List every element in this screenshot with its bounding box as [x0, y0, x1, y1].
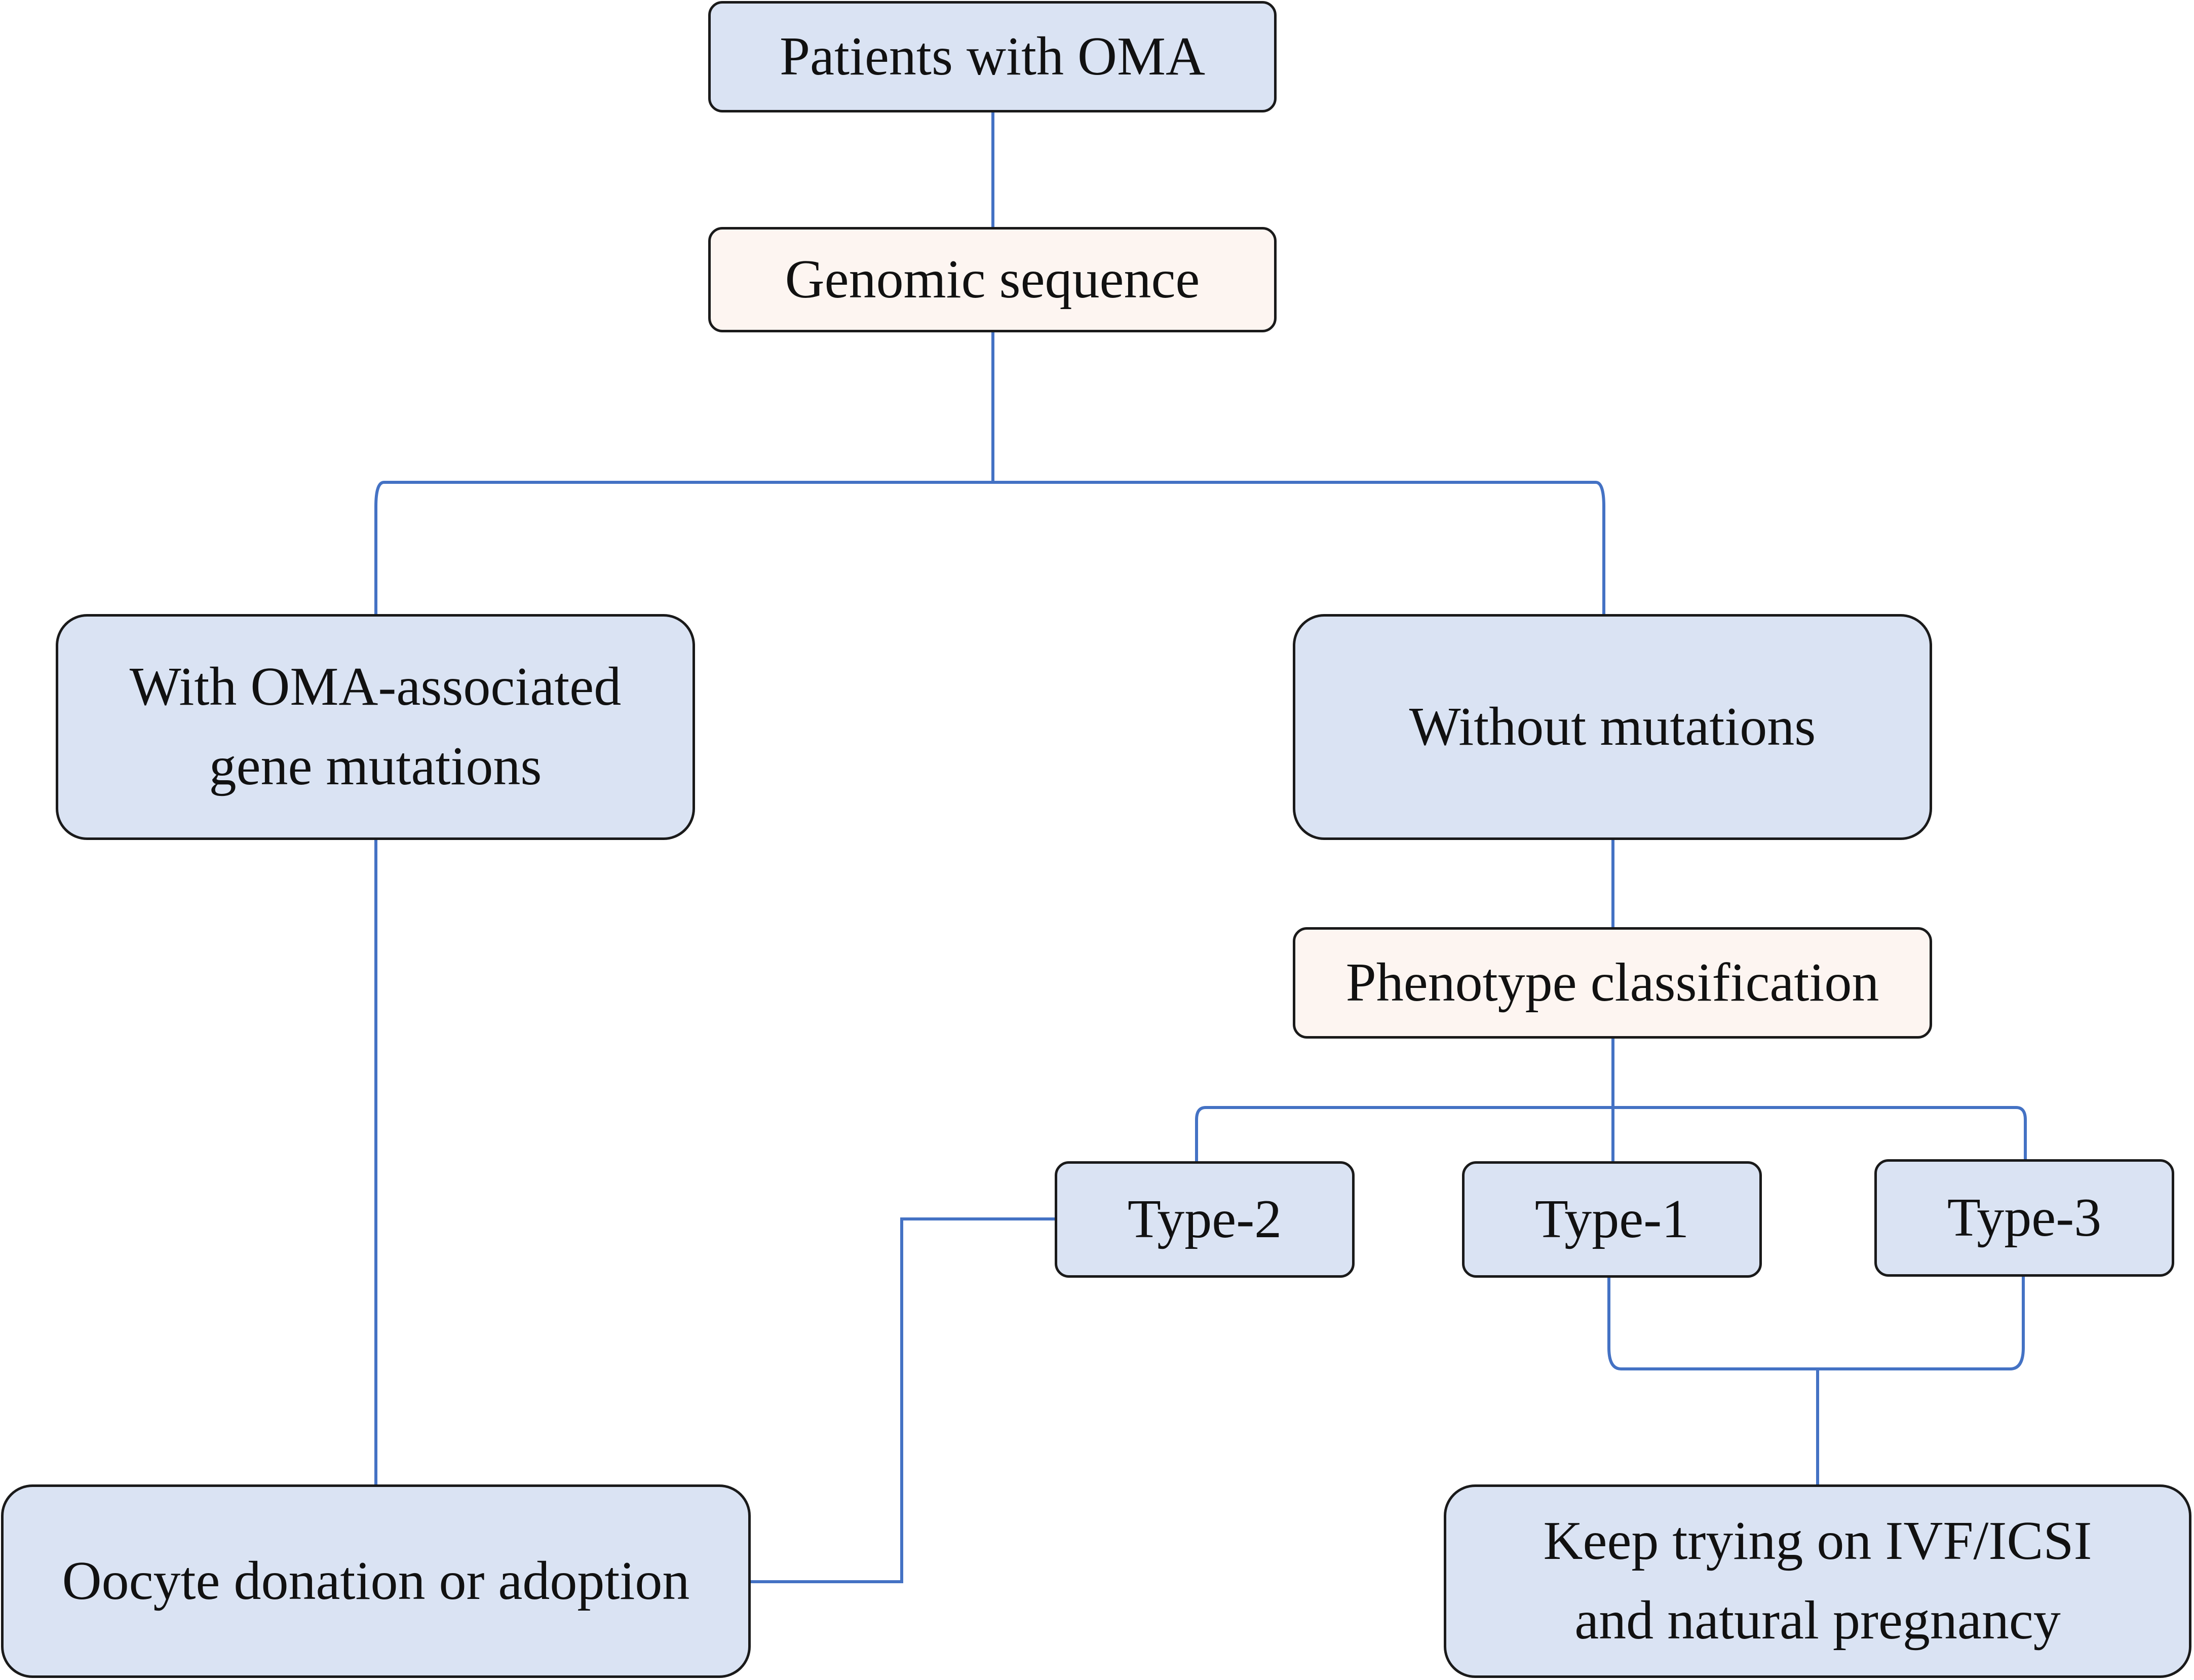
phenotype-classification-box: Phenotype classification — [1293, 927, 1932, 1039]
phenotype-classification-label: Phenotype classification — [1345, 952, 1879, 1013]
keep-trying-label: Keep trying on IVF/ICSI and natural preg… — [1543, 1511, 2092, 1651]
oocyte-donation-box: Oocyte donation or adoption — [1, 1484, 751, 1678]
type-1-box: Type-1 — [1462, 1161, 1762, 1278]
without-mutations-label: Without mutations — [1409, 696, 1816, 757]
type-3-label: Type-3 — [1947, 1187, 2102, 1248]
type-1-label: Type-1 — [1534, 1189, 1689, 1249]
edge-phenotype-to-types — [1195, 1039, 2027, 1161]
type-3-box: Type-3 — [1874, 1159, 2174, 1277]
edge-type1-type3-merge — [1607, 1277, 2025, 1484]
patients-with-oma-box: Patients with OMA — [708, 1, 1277, 112]
genomic-sequence-label: Genomic sequence — [785, 249, 1200, 310]
oocyte-donation-label: Oocyte donation or adoption — [62, 1550, 690, 1611]
type-2-label: Type-2 — [1127, 1189, 1282, 1249]
without-mutations-box: Without mutations — [1293, 614, 1932, 840]
genomic-sequence-box: Genomic sequence — [708, 227, 1277, 332]
with-mutations-label: With OMA-associated gene mutations — [129, 657, 622, 796]
edge-type2-to-donation — [751, 1217, 1055, 1583]
patients-with-oma-label: Patients with OMA — [779, 26, 1205, 87]
edge-split-horizontal — [374, 481, 1605, 614]
type-2-box: Type-2 — [1055, 1161, 1355, 1278]
with-mutations-box: With OMA-associated gene mutations — [56, 614, 695, 840]
keep-trying-box: Keep trying on IVF/ICSI and natural preg… — [1444, 1484, 2191, 1678]
